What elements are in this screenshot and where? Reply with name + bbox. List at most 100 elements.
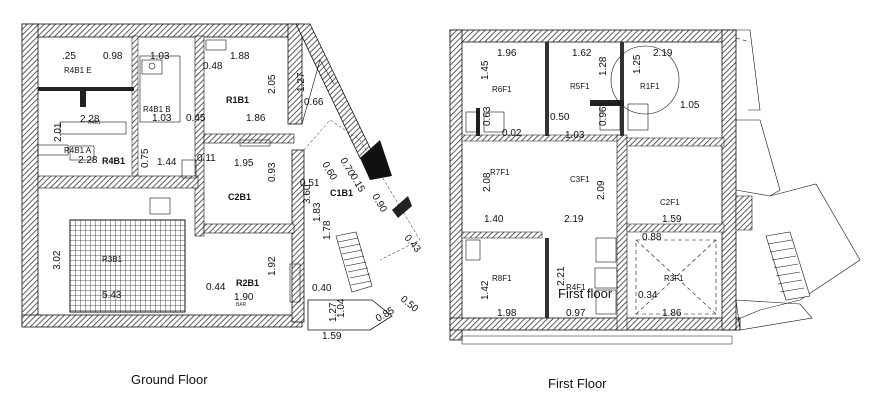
room-r7f1-label: R7F1 [490,168,510,177]
room-r6f1-label: R6F1 [492,85,512,94]
dim-label: 0.66 [304,97,324,108]
room-r4b1-label: R4B1 [102,156,125,166]
dim-label: 2.19 [564,214,584,225]
room-r4b1-small-label: R4B1 [88,120,101,126]
dim-label: 1.44 [157,157,177,168]
dim-label: 2.21 [556,266,567,286]
dim-label: 0.43 [402,233,423,255]
dim-label: 0.90 [369,192,388,215]
dim-label: 0.93 [267,162,278,182]
dim-label: 0.60 [319,160,338,183]
dim-label: 1.90 [234,292,254,303]
room-r3b1-label: R3B1 [102,255,123,264]
room-r4f1-label: R4F1 [566,283,586,292]
dim-label: 2.01 [53,122,64,142]
dim-label: 0.48 [203,61,223,72]
first-fixtures [465,45,680,315]
dim-label: 2.19 [653,48,673,59]
first-floor-plan: R6F1 R5F1 R1F1 R7F1 C3F1 C2F1 R8F1 R4F1 … [449,29,861,345]
ground-floor-caption: Ground Floor [131,372,208,387]
dim-label: 1.03 [565,130,585,141]
dim-label: 0.97 [566,308,586,319]
dim-label: 1.27 [296,72,307,92]
ground-grid-room [69,219,186,313]
dim-label: 0.51 [300,178,320,189]
room-r8f1-label: R8F1 [492,274,512,283]
dim-label: 2.28 [80,114,100,125]
ground-dark-block [360,140,392,180]
dim-label: 0.50 [550,112,570,123]
dim-label: .25 [62,51,76,62]
ground-floor-plan: R4B1 E R4B1 B R4B1 A R4B1 R4B1 R1B1 C2B1… [21,23,423,342]
dim-label: 1.25 [632,54,643,74]
dim-label: 1.95 [234,158,254,169]
dim-label: 0.63 [482,106,493,126]
dim-label: 1.28 [598,56,609,76]
dim-label: 5.43 [102,290,122,301]
dim-label: 1.59 [662,214,682,225]
dim-label: 0.45 [186,113,206,124]
ground-stair [335,231,373,293]
room-r1f1-label: R1F1 [640,82,660,91]
dim-label: 2.09 [596,180,607,200]
ground-dark-block-2 [392,196,412,218]
room-r3f1-label: R3F1 [664,274,684,283]
first-floor-overlay-label: First floor [558,286,613,301]
dim-label: 0.85 [374,305,397,324]
dim-label: 0.96 [598,106,609,126]
room-r1b1-label: R1B1 [226,95,249,105]
dim-label: 1.59 [322,331,342,342]
dim-label: 1.27 [328,302,339,322]
dim-label: 1.45 [480,60,491,80]
dim-label: 2.08 [482,172,493,192]
first-floor-caption: First Floor [548,376,607,391]
dim-label: 3.60 [302,184,313,204]
dim-label: 1.98 [497,308,517,319]
room-r4b1b-label: R4B1 B [143,105,171,114]
room-c3f1-label: C3F1 [570,175,590,184]
dim-label: 1.62 [572,48,592,59]
dim-label: 0.02 [502,128,522,139]
dim-label: 1.03 [150,51,170,62]
room-r4b1e-label: R4B1 E [64,66,92,75]
room-c1b1-label: C1B1 [330,188,353,198]
ground-bay [307,299,393,331]
dim-label: 0.98 [103,51,123,62]
dim-label: 0.75 [140,148,151,168]
dim-label: 2.05 [267,74,278,94]
dim-label: 0.34 [638,290,658,301]
dim-label: 1.03 [152,113,172,124]
first-annex [735,29,861,331]
room-r2b1-label: R2B1 [236,278,259,288]
dim-label: 1.96 [497,48,517,59]
dim-label: 1.86 [662,308,682,319]
room-bar-label: BAR [236,302,247,308]
first-dimensions: 1.96 1.62 2.19 1.45 1.28 1.25 1.05 0.50 … [480,48,700,319]
dim-label: 1.40 [484,214,504,225]
dim-label: 1.88 [230,51,250,62]
dim-label: 0.50 [398,294,420,315]
first-floor-walls [449,29,741,341]
dim-label: 0.44 [206,282,226,293]
dim-label: 1.78 [322,220,333,240]
dim-label: 0.40 [312,283,332,294]
dim-label: 0.11 [197,153,216,164]
dim-label: 1.42 [480,280,491,300]
room-r4b1a-label: R4B1 A [64,146,92,155]
ground-curve-wall [301,59,335,125]
dim-label: 3.02 [52,250,63,270]
dim-label: 2.28 [78,155,98,166]
dim-label: 1.92 [267,256,278,276]
dim-label: 0.88 [642,232,662,243]
room-r5f1-label: R5F1 [570,82,590,91]
room-c2f1-label: C2F1 [660,198,680,207]
ground-fixtures [37,39,301,303]
room-c2b1-label: C2B1 [228,192,251,202]
ground-floor-walls [21,23,373,328]
dim-label: 1.83 [312,202,323,222]
dim-label: 1.86 [246,113,266,124]
dim-label: 1.05 [680,100,700,111]
dim-label: 1.04 [336,298,347,318]
